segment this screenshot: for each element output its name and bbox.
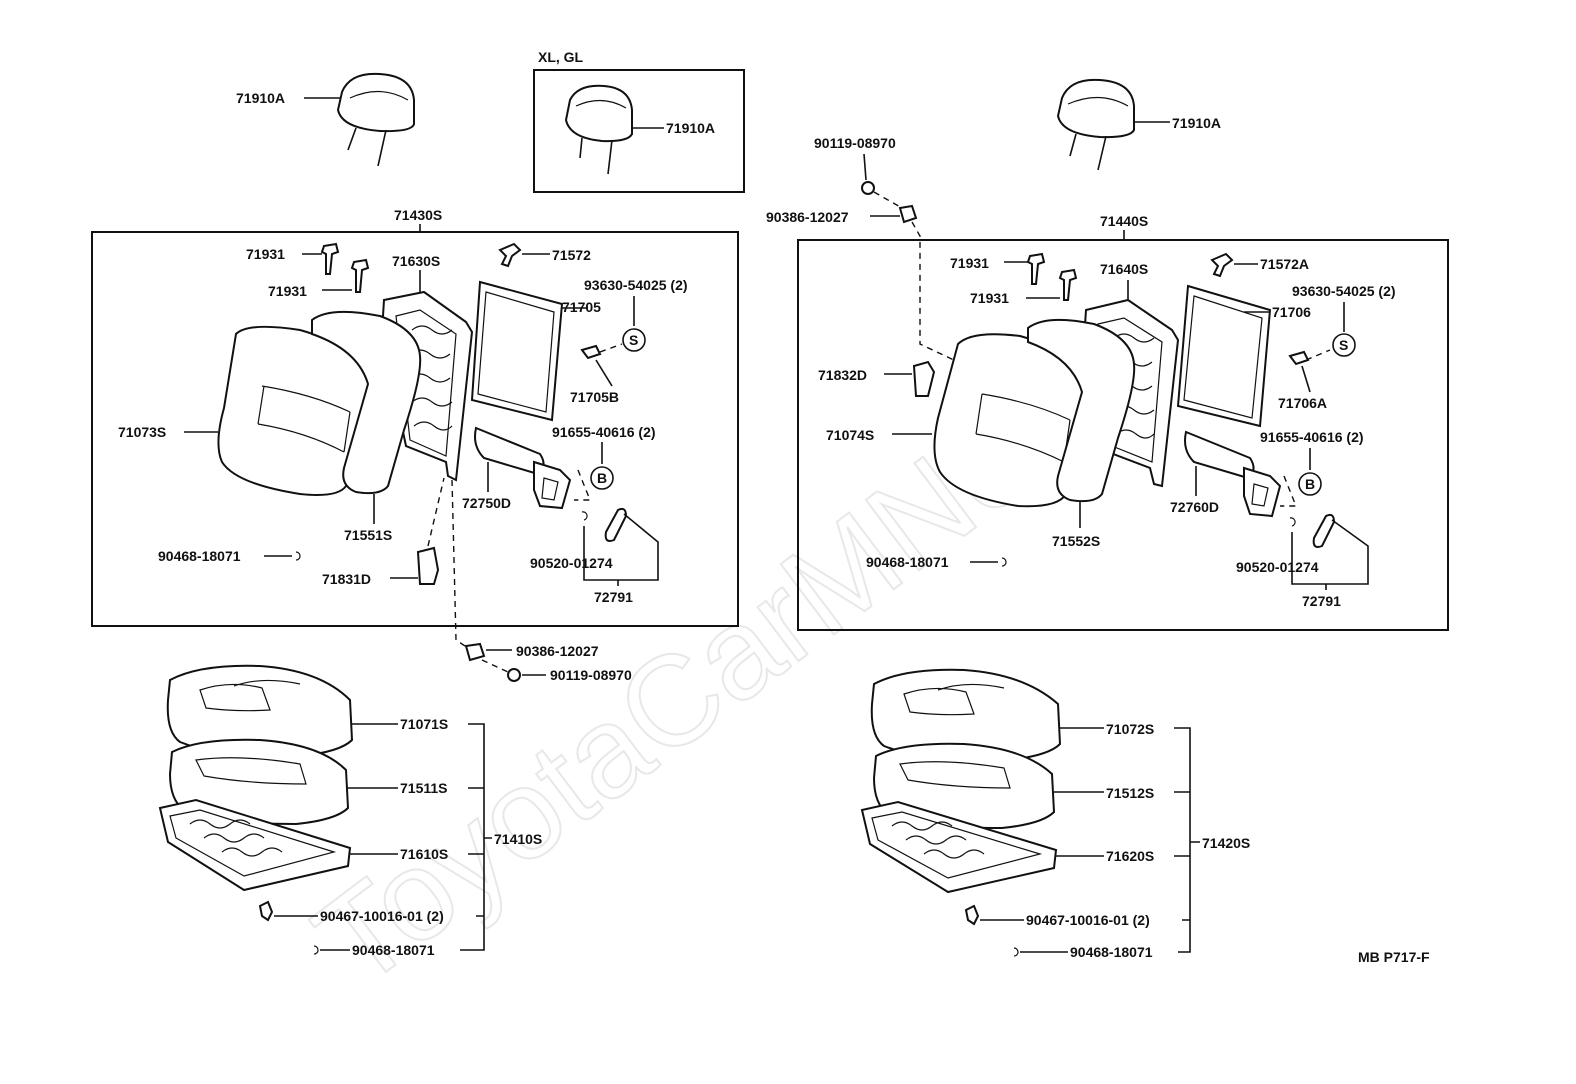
label-72791-left: 72791 — [594, 589, 633, 605]
label-71931-b-right: 71931 — [970, 290, 1009, 306]
label-90520-left: 90520-01274 — [530, 555, 613, 571]
label-71910a-right: 71910A — [1172, 115, 1221, 131]
right-seat-cushion-assembly: 71072S 71512S 71620S 90467-10016-01 (2) … — [860, 668, 1250, 960]
label-71910a-mid: 71910A — [666, 120, 715, 136]
label-90386-right-top: 90386-12027 — [766, 209, 849, 225]
label-91655-right: 91655-40616 (2) — [1260, 429, 1364, 445]
headrest-right: 71910A — [1056, 78, 1221, 171]
label-72760d: 72760D — [1170, 499, 1219, 515]
headrest-left: 71910A — [236, 72, 415, 167]
label-71610s: 71610S — [400, 846, 448, 862]
label-71931-a-right: 71931 — [950, 255, 989, 271]
label-71931-a-left: 71931 — [246, 246, 285, 262]
left-seat-cushion-assembly: 71071S 71511S 71610S 90467-10016-01 (2) … — [158, 664, 542, 958]
label-71440s: 71440S — [1100, 213, 1148, 229]
screw-symbol-right: S — [1339, 337, 1348, 353]
left-seatback-assembly: 71430S 71931 71931 71572 71630S 71705 93… — [91, 207, 739, 649]
label-72750d: 72750D — [462, 495, 511, 511]
label-90386-left: 90386-12027 — [516, 643, 599, 659]
label-71551s: 71551S — [344, 527, 392, 543]
screw-symbol-left: S — [629, 332, 638, 348]
left-lower-bolts: 90386-12027 90119-08970 — [464, 642, 632, 683]
label-71831d: 71831D — [322, 571, 371, 587]
label-71630s: 71630S — [392, 253, 440, 269]
label-91655-left: 91655-40616 (2) — [552, 424, 656, 440]
label-71931-b-left: 71931 — [268, 283, 307, 299]
label-90468-right: 90468-18071 — [866, 554, 949, 570]
label-71705: 71705 — [562, 299, 601, 315]
bolt-symbol-left: B — [597, 470, 607, 486]
label-71706: 71706 — [1272, 304, 1311, 320]
label-71410s: 71410S — [494, 831, 542, 847]
label-71552s: 71552S — [1052, 533, 1100, 549]
right-seatback-assembly: 90119-08970 90386-12027 71440S 71931 719… — [766, 135, 1449, 631]
label-90467-left: 90467-10016-01 (2) — [320, 908, 444, 924]
label-90468-right-bottom: 90468-18071 — [1070, 944, 1153, 960]
label-90119-left: 90119-08970 — [550, 667, 632, 683]
label-71572: 71572 — [552, 247, 591, 263]
label-72791-right: 72791 — [1302, 593, 1341, 609]
label-71430s: 71430S — [394, 207, 442, 223]
label-71511s: 71511S — [400, 780, 448, 796]
label-90119-right-top: 90119-08970 — [814, 135, 896, 151]
label-71572a: 71572A — [1260, 256, 1309, 272]
label-71706a: 71706A — [1278, 395, 1327, 411]
label-71705b: 71705B — [570, 389, 619, 405]
label-71640s: 71640S — [1100, 261, 1148, 277]
footer-code: MB P717-F — [1358, 949, 1430, 965]
label-90467-right: 90467-10016-01 (2) — [1026, 912, 1150, 928]
label-71512s: 71512S — [1106, 785, 1154, 801]
label-71420s: 71420S — [1202, 835, 1250, 851]
variant-label: XL, GL — [538, 49, 584, 65]
label-71071s: 71071S — [400, 716, 448, 732]
label-71832d: 71832D — [818, 367, 867, 383]
label-93630-left: 93630-54025 (2) — [584, 277, 688, 293]
variant-box-xl-gl: XL, GL 71910A — [533, 49, 745, 193]
bolt-symbol-right: B — [1305, 476, 1315, 492]
label-71073s: 71073S — [118, 424, 166, 440]
label-71910a-left: 71910A — [236, 90, 285, 106]
label-71074s: 71074S — [826, 427, 874, 443]
label-90468-left-bottom: 90468-18071 — [352, 942, 435, 958]
label-71620s: 71620S — [1106, 848, 1154, 864]
label-71072s: 71072S — [1106, 721, 1154, 737]
label-93630-right: 93630-54025 (2) — [1292, 283, 1396, 299]
label-90520-right: 90520-01274 — [1236, 559, 1319, 575]
label-90468-left: 90468-18071 — [158, 548, 241, 564]
